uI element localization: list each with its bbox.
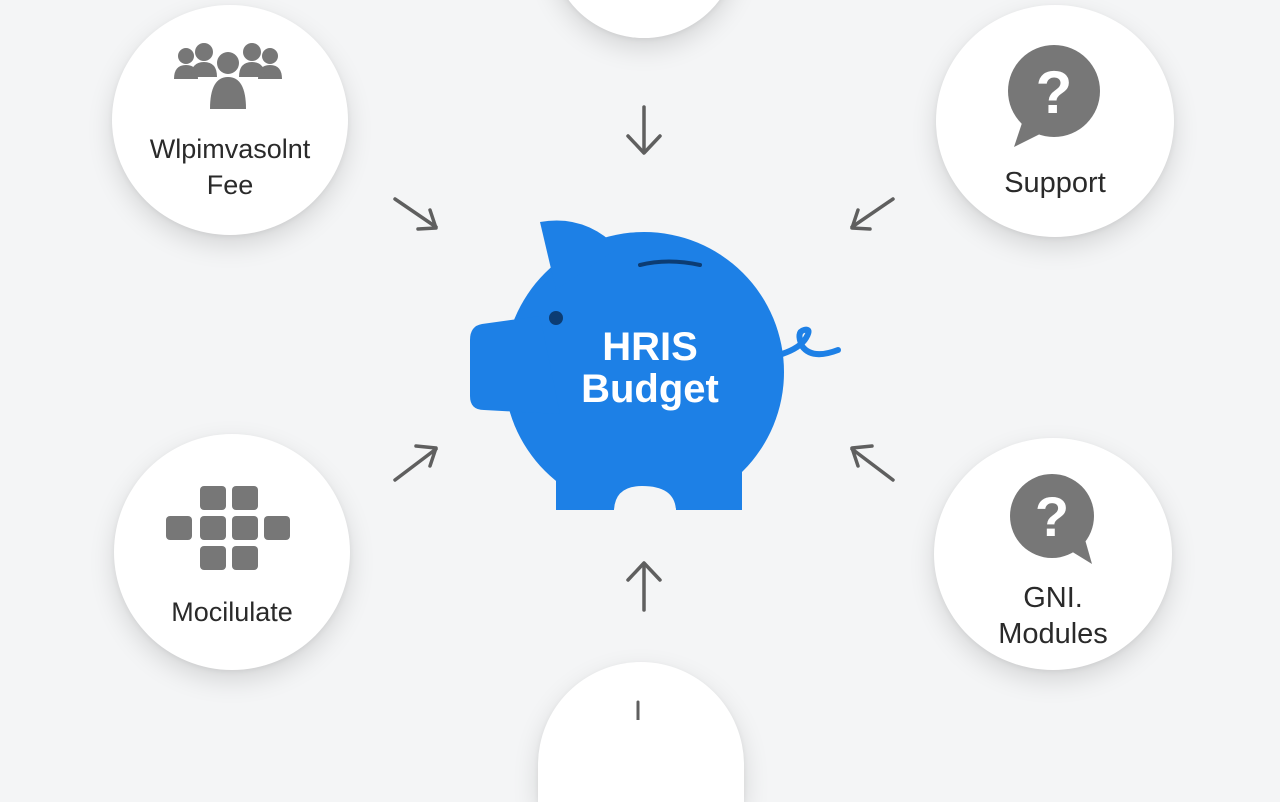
people-icon	[174, 43, 282, 109]
node-label-implementation-fee: Wlpimvasolnt Fee	[149, 134, 311, 200]
hub-title: HRIS Budget	[530, 326, 770, 410]
question-bubble-icon: ?	[1010, 474, 1094, 564]
arrow-down-left-icon	[850, 197, 895, 231]
arrow-up-left-icon	[850, 444, 895, 482]
node-label-modules: Mocilulate	[171, 597, 293, 627]
arrow-up-icon	[626, 561, 662, 612]
node-label-support: Support	[1004, 167, 1106, 199]
hub-title-line-1: HRIS	[602, 325, 698, 369]
piggy-bank-icon	[470, 220, 841, 512]
svg-text:?: ?	[1035, 485, 1069, 548]
node-top	[550, 0, 738, 38]
node-gm-modules: ? GNI. Modules	[934, 438, 1172, 670]
arrow-down-icon	[636, 700, 640, 720]
arrow-down-right-icon	[393, 197, 438, 231]
node-modules: Mocilulate	[114, 434, 350, 670]
node-implementation-fee: Wlpimvasolnt Fee	[112, 5, 348, 235]
node-bottom	[538, 662, 744, 802]
arrow-up-right-icon	[393, 444, 438, 482]
hub-title-line-2: Budget	[581, 367, 719, 411]
svg-text:?: ?	[1036, 59, 1073, 126]
node-label-gm-modules: GNI. Modules	[998, 582, 1108, 650]
arrow-down-icon	[626, 105, 662, 155]
node-support: ? Support	[936, 5, 1174, 237]
grid-icon	[166, 486, 290, 570]
question-bubble-icon: ?	[1008, 45, 1100, 147]
